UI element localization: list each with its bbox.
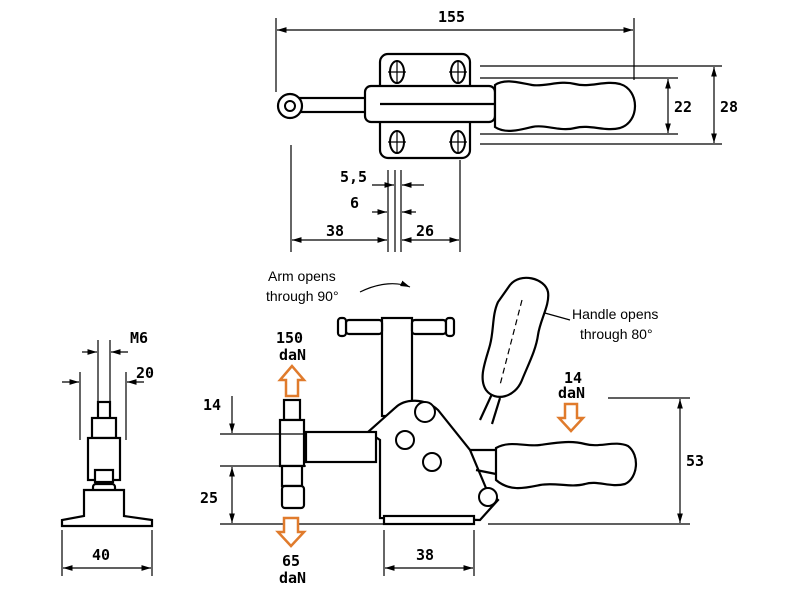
dim-overall-length: 155 (438, 8, 465, 26)
handle-opened (481, 276, 550, 398)
mounting-holes (388, 60, 467, 154)
handle-grip (493, 80, 636, 132)
force-handle: 14 daN (556, 369, 586, 433)
force-clamping-value: 65 (282, 552, 300, 570)
dim-base-length: 38 (416, 546, 434, 564)
top-view: 155 22 28 (275, 8, 738, 252)
dim-height-b: 25 (200, 489, 218, 507)
dim-total-height: 53 (686, 452, 704, 470)
dim-thread: M6 (130, 329, 148, 347)
force-holding: 150 daN (276, 329, 307, 398)
handle-force-arrow (556, 402, 586, 433)
note-handle-1: Handle opens (572, 306, 658, 322)
dim-height-a: 14 (203, 396, 221, 414)
force-holding-unit: daN (279, 346, 306, 364)
end-view: M6 20 40 (60, 329, 154, 576)
dim-height-outer: 28 (720, 98, 738, 116)
note-handle-2: through 80° (580, 326, 653, 342)
force-up-arrow (277, 364, 307, 398)
dim-height-inner: 22 (674, 98, 692, 116)
spindle-pad (280, 484, 306, 510)
dim-right: 26 (416, 222, 434, 240)
base-plate (382, 514, 476, 526)
arm-closed (304, 430, 378, 464)
note-arm-1: Arm opens (268, 268, 336, 284)
dim-base-width: 40 (92, 546, 110, 564)
force-holding-value: 150 (276, 329, 303, 347)
dim-offset-a: 5,5 (340, 168, 367, 186)
dim-left: 38 (326, 222, 344, 240)
dim-across: 20 (136, 364, 154, 382)
force-clamping-unit: daN (279, 569, 306, 587)
side-view: Arm opens through 90° Handle opens throu… (200, 268, 704, 576)
arm-opened (380, 316, 414, 418)
end-view-base (60, 488, 154, 528)
force-down-arrow (275, 516, 307, 548)
spindle (282, 398, 302, 422)
force-handle-unit: daN (558, 384, 585, 402)
force-clamping: 65 daN (275, 516, 307, 587)
handle-closed (494, 440, 637, 490)
dim-offset-b: 6 (350, 194, 359, 212)
note-arm-2: through 90° (266, 288, 339, 304)
force-handle-value: 14 (564, 369, 582, 387)
